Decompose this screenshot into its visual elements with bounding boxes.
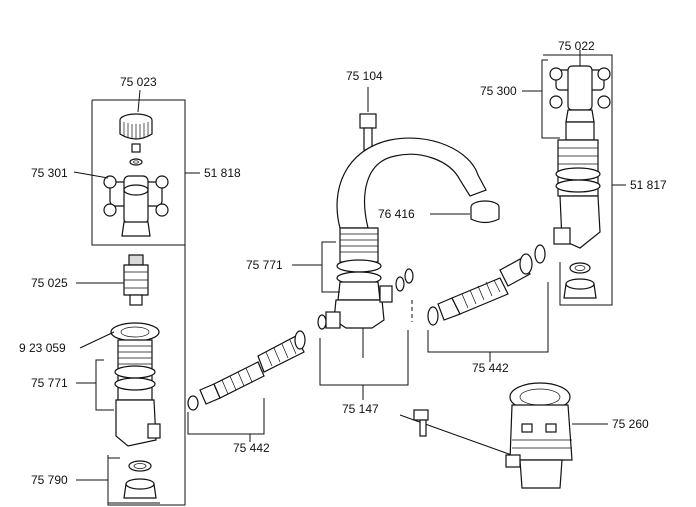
label-waste: 75 260 (612, 417, 649, 431)
label-cap-left: 75 023 (120, 75, 157, 89)
part-labels: 75 023 75 301 51 818 75 025 9 23 059 75 … (19, 39, 667, 487)
cross-handle-part (103, 175, 169, 237)
label-handle-right: 75 300 (480, 84, 517, 98)
cap-part (119, 113, 153, 140)
label-nut-left: 75 790 (31, 473, 68, 487)
label-body-left: 75 771 (31, 376, 68, 390)
label-spout-body: 75 771 (246, 258, 283, 272)
label-cap-right: 75 022 (558, 39, 595, 53)
label-spout-connector: 75 104 (346, 69, 383, 83)
waste-part (399, 382, 608, 489)
label-handle-left: 75 301 (31, 166, 68, 180)
cartridge-part (123, 254, 149, 306)
left-valve-assembly (73, 89, 200, 506)
label-aerator: 76 416 (378, 207, 415, 221)
cross-handle-right-part (549, 65, 611, 123)
label-valve-group-left: 51 818 (204, 166, 241, 180)
label-cartridge: 75 025 (31, 276, 68, 290)
right-hose-part (427, 244, 549, 362)
label-valve-group-right: 51 817 (630, 178, 667, 192)
label-flange: 9 23 059 (19, 341, 66, 355)
label-hose-left: 75 442 (233, 441, 270, 455)
right-valve-assembly (522, 50, 626, 306)
spout-assembly (292, 87, 500, 400)
left-hose-part (187, 330, 306, 442)
valve-body-left (114, 339, 161, 447)
label-hose-right: 75 442 (472, 361, 509, 375)
label-spout-base: 75 147 (342, 402, 379, 416)
